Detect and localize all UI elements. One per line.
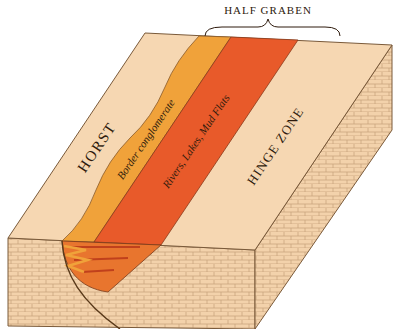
region-label: HALF GRABEN xyxy=(224,4,312,17)
